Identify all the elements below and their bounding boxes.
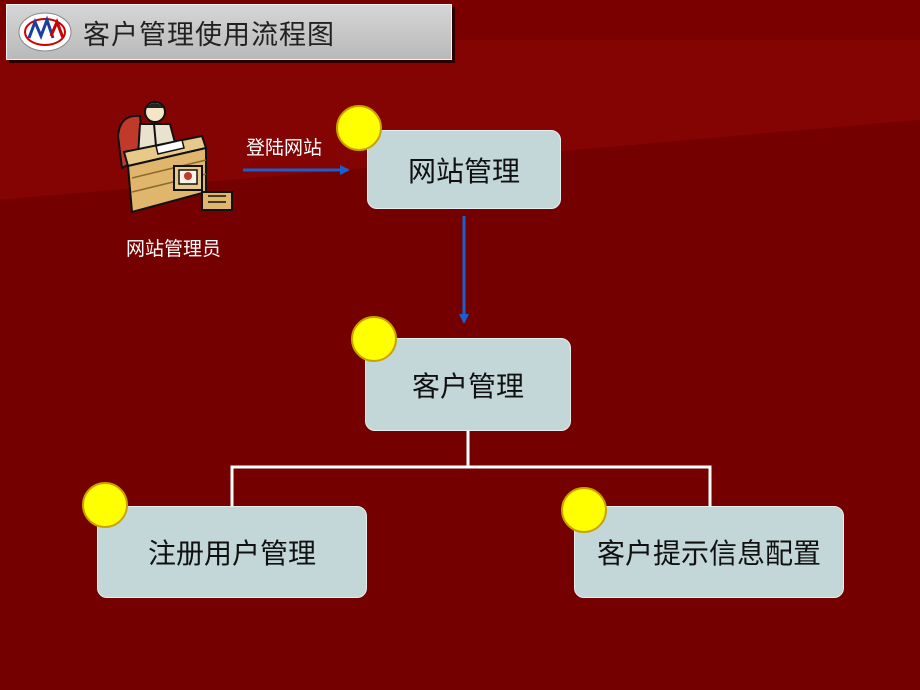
node-marker-dot [336, 105, 382, 151]
node-marker-dot [351, 316, 397, 362]
node-marker-dot [561, 487, 607, 533]
node-marker-dot [82, 482, 128, 528]
actor-label: 网站管理员 [126, 238, 222, 260]
title-bar: 客户管理使用流程图 [6, 4, 452, 60]
logo-icon [18, 12, 72, 52]
edge-label-login: 登陆网站 [246, 137, 323, 159]
node-customer-management: 客户管理 [365, 338, 571, 431]
page-title: 客户管理使用流程图 [83, 20, 335, 51]
node-register-user-management: 注册用户管理 [97, 506, 367, 598]
administrator-at-desk-icon [116, 101, 233, 214]
node-customer-prompt-config: 客户提示信息配置 [574, 506, 844, 598]
node-site-management: 网站管理 [367, 130, 561, 209]
